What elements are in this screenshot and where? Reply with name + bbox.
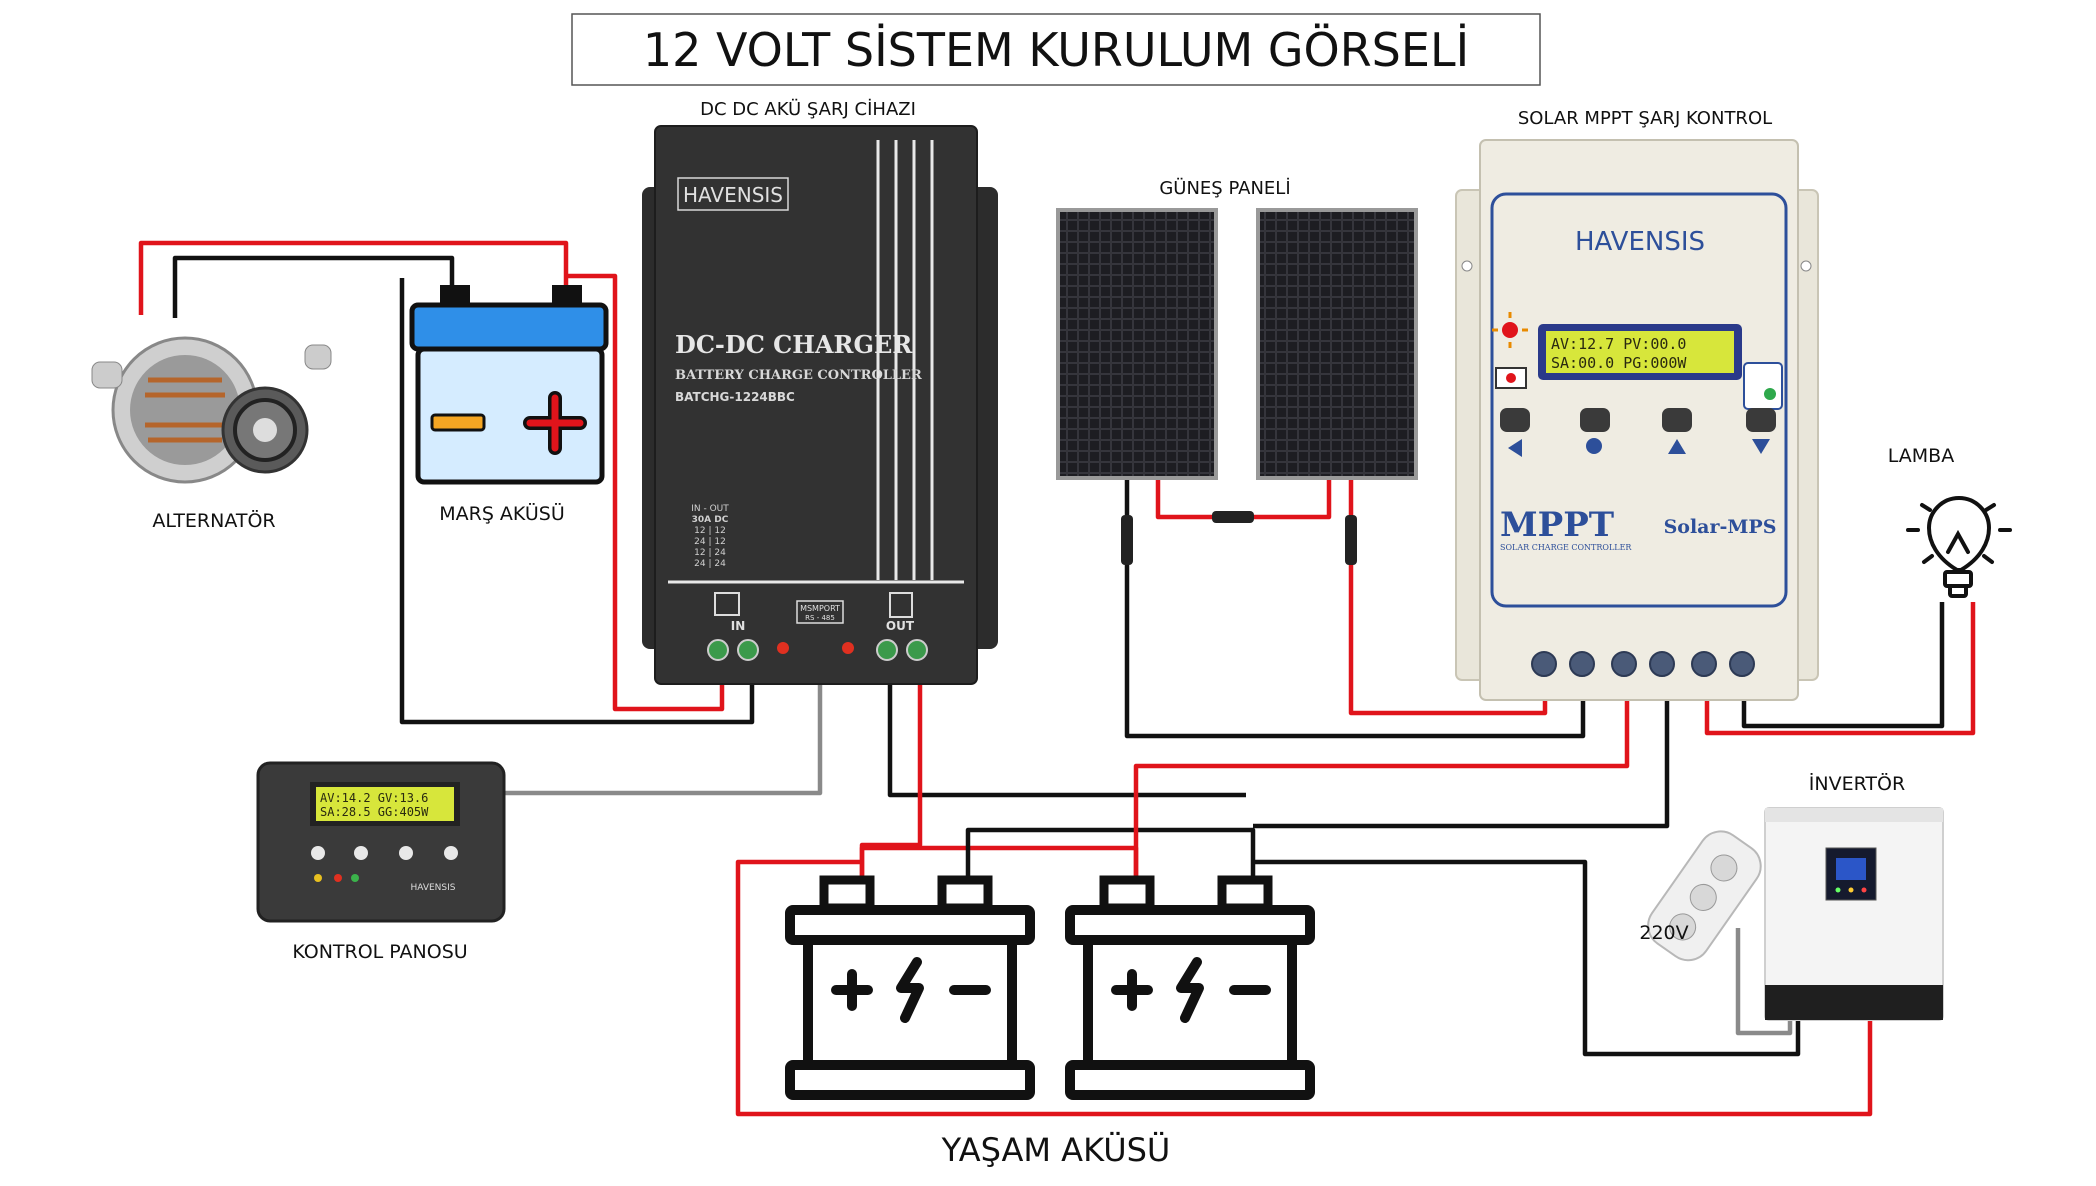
control-panel: AV:14.2 GV:13.6 SA:28.5 GG:405W HAVENSIS <box>256 761 506 923</box>
bolt-icon <box>1176 957 1204 1023</box>
inverter <box>1764 807 1944 1021</box>
wire-start-pos <box>566 273 725 712</box>
dcdc-table-2: 12 | 12 <box>694 526 726 536</box>
mppt-name: MPPT <box>1500 505 1614 545</box>
mppt-title: SOLAR MPPT ŞARJ KONTROL <box>1518 108 1772 129</box>
wire-alt-pos <box>138 240 569 315</box>
wire-inv-ac <box>1735 928 1793 1036</box>
menu-icon <box>1586 438 1602 454</box>
dcdc-in-label: IN <box>731 619 746 633</box>
starter-battery-label: MARŞ AKÜSÜ <box>439 502 565 525</box>
house-battery-label: YAŞAM AKÜSÜ <box>941 1131 1171 1169</box>
control-panel-label: KONTROL PANOSU <box>292 941 467 963</box>
wire-inv-pos <box>735 859 1873 1117</box>
dcdc-title: DC DC AKÜ ŞARJ CİHAZI <box>700 98 916 120</box>
house-battery-1 <box>785 875 1035 1100</box>
wire-signal <box>505 680 823 796</box>
wire-inv-neg <box>1253 859 1801 1057</box>
page-title: 12 VOLT SİSTEM KURULUM GÖRSELİ <box>643 23 1469 77</box>
dcdc-port-label: MSMPORT <box>800 604 840 613</box>
mppt-sub: SOLAR CHARGE CONTROLLER <box>1500 543 1632 552</box>
wire-mppt-bat-pos <box>1133 665 1630 880</box>
battery-status-icon <box>1495 367 1527 389</box>
inverter-label: İNVERTÖR <box>1809 772 1905 795</box>
dcdc-port-sub: RS - 485 <box>805 614 835 622</box>
mppt-lcd-line1: AV:12.7 PV:00.0 <box>1551 335 1686 353</box>
mppt-controller: HAVENSIS AV:12.7 PV:00.0 SA:00.0 PG:000W <box>1455 139 1819 701</box>
dcdc-table-3: 24 | 12 <box>694 537 726 547</box>
wire-out-neg <box>887 650 1246 798</box>
cp-brand: HAVENSIS <box>410 883 455 893</box>
house-battery-2 <box>1065 875 1315 1100</box>
down-arrow-icon <box>1752 439 1770 454</box>
dcdc-model: BATCHG-1224BBC <box>675 390 795 404</box>
mppt-buttons <box>1500 408 1776 457</box>
dcdc-terminals <box>707 639 928 661</box>
dcdc-out-label: OUT <box>886 619 915 633</box>
solar-panel-label: GÜNEŞ PANELİ <box>1159 177 1290 199</box>
mppt-terminals <box>1531 651 1755 677</box>
lamp-status-icon <box>1743 362 1783 410</box>
power-strip-icon <box>1647 830 1762 962</box>
left-arrow-icon <box>1508 439 1522 457</box>
solar-panel-left <box>1056 208 1218 480</box>
up-arrow-icon <box>1668 439 1686 454</box>
mc4-connectors <box>1121 511 1357 565</box>
cp-lcd-line2: SA:28.5 GG:405W <box>320 805 429 819</box>
voltage-220-label: 220V <box>1639 922 1688 944</box>
mppt-model: Solar-MPS <box>1664 516 1777 538</box>
wire-mppt-bat-neg <box>1253 665 1670 829</box>
alternator-label: ALTERNATÖR <box>152 509 275 532</box>
dcdc-subtitle: BATTERY CHARGE CONTROLLER <box>675 368 922 383</box>
dcdc-charger: HAVENSIS DC-DC CHARGER BATTERY CHARGE CO… <box>642 125 998 685</box>
mppt-brand: HAVENSIS <box>1575 227 1705 257</box>
wire-start-neg <box>399 278 755 725</box>
title-frame <box>571 13 1541 86</box>
sun-icon <box>1492 312 1528 348</box>
wire-bat-pos-link <box>859 845 1139 880</box>
wire-bat-neg-link <box>965 827 1256 880</box>
dcdc-table-5: 24 | 24 <box>694 559 726 569</box>
lamp-label: LAMBA <box>1888 445 1954 467</box>
solar-panel-right <box>1256 208 1418 480</box>
dcdc-brand: HAVENSIS <box>683 183 783 207</box>
bolt-icon <box>896 957 924 1023</box>
dcdc-table-4: 12 | 24 <box>694 548 726 558</box>
alternator-icon <box>91 336 332 484</box>
lamp-bulb-icon <box>1906 496 2012 598</box>
dcdc-name: DC-DC CHARGER <box>675 330 913 359</box>
dcdc-table-0: IN - OUT <box>691 504 729 514</box>
wire-alt-neg <box>172 255 455 318</box>
dcdc-table-1: 30A DC <box>692 515 729 525</box>
starter-battery-icon <box>409 285 609 485</box>
mppt-lcd-line2: SA:00.0 PG:000W <box>1551 354 1687 372</box>
cp-lcd-line1: AV:14.2 GV:13.6 <box>320 791 428 805</box>
